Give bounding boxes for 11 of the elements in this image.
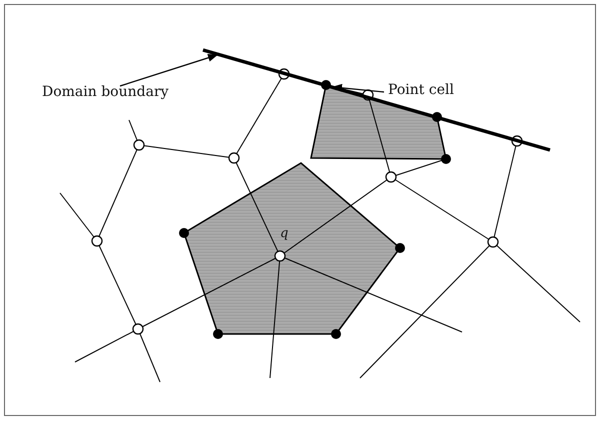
point-label: q	[280, 226, 288, 241]
solid-point	[213, 329, 223, 339]
leader-arrow	[332, 84, 384, 93]
leader-arrow	[120, 54, 218, 87]
solid-point	[395, 243, 405, 253]
boundary-line	[202, 48, 550, 152]
point-cell-label: Point cell	[388, 82, 454, 98]
boundary-label: Domain boundary	[42, 84, 169, 100]
solid-point	[331, 329, 341, 339]
solid-point	[179, 228, 189, 238]
solid-point	[441, 154, 451, 164]
